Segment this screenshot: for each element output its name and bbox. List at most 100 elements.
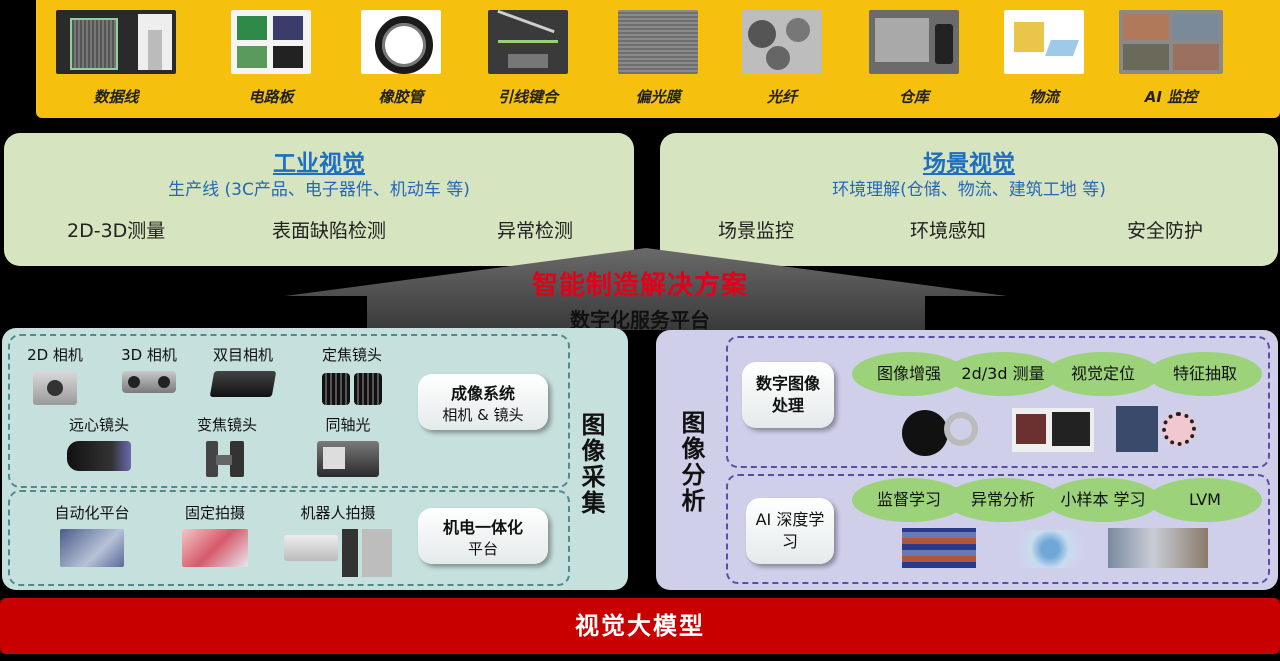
platform-label: 机器人拍摄	[300, 504, 376, 522]
method-anomaly-analysis: 异常分析	[946, 478, 1060, 522]
zoom-lens: 变焦镜头	[184, 414, 270, 477]
application-banner: 数据线 电路板 橡胶管 引线键合 偏光膜 光纤	[36, 0, 1280, 118]
digital-processing-button: 数字图像处理	[742, 362, 834, 428]
app-logistics: 物流	[984, 10, 1104, 114]
camera-2d: 2D 相机	[20, 344, 90, 405]
app-label: AI 监控	[1144, 88, 1198, 106]
mechatronics-sublabel: 平台	[467, 539, 498, 558]
app-rubber-hose: 橡胶管	[341, 10, 461, 114]
app-label: 数据线	[93, 88, 139, 106]
method-feature-extraction: 特征抽取	[1148, 352, 1262, 396]
app-warehouse: 仓库	[854, 10, 974, 114]
camera-label: 远心镜头	[68, 416, 129, 434]
app-wire-bonding: 引线键合	[468, 10, 588, 114]
digital-processing-group	[726, 336, 1270, 468]
polarizer-film-image	[618, 10, 698, 74]
app-label: 物流	[1028, 88, 1059, 106]
panel-title: 场景视觉	[923, 151, 1015, 177]
mechatronics-button: 机电一体化 平台	[418, 508, 548, 564]
measurement-sample-image	[1012, 408, 1094, 452]
scene-vision-panel: 场景视觉 环境理解(仓储、物流、建筑工地 等) 场景监控 环境感知 安全防护	[660, 133, 1278, 266]
panel-item: 表面缺陷检测	[272, 220, 387, 242]
method-few-shot-learning: 小样本 学习	[1046, 478, 1160, 522]
lvm-sample-image	[1108, 528, 1208, 568]
method-visual-positioning: 视觉定位	[1046, 352, 1160, 396]
camera-label: 同轴光	[325, 416, 371, 434]
app-label: 仓库	[898, 88, 929, 106]
image-analysis-section: 图像分析 数字图像处理 图像增强 2d/3d 测量 视觉定位 特征抽取 AI 深…	[656, 330, 1278, 590]
imaging-system-button: 成像系统 相机 & 镜头	[418, 374, 548, 430]
ai-monitoring-image	[1119, 10, 1223, 74]
imaging-system-label: 成像系统	[450, 383, 515, 403]
camera-3d-image	[122, 371, 176, 393]
app-label: 电路板	[248, 88, 294, 106]
app-polarizer-film: 偏光膜	[598, 10, 718, 114]
fixed-focus-lens-image	[320, 371, 384, 407]
circuit-board-image	[231, 10, 311, 74]
network-sample-image	[1006, 530, 1094, 568]
warehouse-image	[869, 10, 959, 74]
gear-sample-image	[900, 408, 980, 456]
app-label: 偏光膜	[635, 88, 681, 106]
method-lvm: LVM	[1148, 478, 1262, 522]
camera-label: 定焦镜头	[321, 346, 382, 364]
platform-label: 固定拍摄	[184, 504, 245, 522]
imaging-system-sublabel: 相机 & 镜头	[442, 405, 524, 424]
camera-label: 3D 相机	[121, 346, 177, 364]
coaxial-light-image	[317, 441, 379, 477]
camera-stereo-image	[209, 371, 277, 397]
platform-label: 自动化平台	[54, 504, 130, 522]
app-label: 光纤	[766, 88, 797, 106]
feature-sample-image	[1116, 406, 1202, 452]
app-data-cable: 数据线	[56, 10, 176, 114]
panel-item: 安全防护	[1127, 220, 1204, 242]
camera-3d: 3D 相机	[114, 344, 184, 393]
digital-processing-label: 数字图像处理	[755, 374, 820, 415]
fixed-shooting: 固定拍摄	[170, 502, 260, 567]
rubber-hose-image	[361, 10, 441, 74]
solution-title: 智能制造解决方案	[531, 271, 748, 301]
imaging-hardware-group	[8, 334, 570, 488]
panel-item: 异常检测	[497, 220, 574, 242]
supervised-sample-image	[902, 528, 976, 568]
vision-large-model-bar: 视觉大模型	[0, 598, 1280, 654]
optical-fiber-image	[742, 10, 822, 74]
robot-shooting-image	[282, 529, 394, 577]
telecentric-lens-image	[67, 441, 131, 471]
image-acquisition-section: 2D 相机 3D 相机 双目相机 定焦镜头 远心镜头 变焦镜头	[2, 328, 628, 590]
panel-item: 场景监控	[718, 220, 795, 242]
app-circuit-board: 电路板	[211, 10, 331, 114]
wire-bonding-image	[488, 10, 568, 74]
upward-arrow-shape	[285, 248, 1007, 330]
method-2d3d-measurement: 2d/3d 测量	[946, 352, 1060, 396]
camera-stereo: 双目相机	[200, 344, 286, 397]
telecentric-lens: 远心镜头	[54, 414, 144, 471]
panel-item: 环境感知	[910, 220, 987, 242]
data-cable-image	[56, 10, 176, 74]
robot-shooting: 机器人拍摄	[282, 502, 394, 577]
coaxial-light: 同轴光	[308, 414, 388, 477]
automation-platform: 自动化平台	[42, 502, 142, 567]
app-label: 橡胶管	[378, 88, 424, 106]
camera-label: 变焦镜头	[196, 416, 257, 434]
ai-learning-button: AI 深度学习	[746, 498, 834, 564]
industrial-vision-panel: 工业视觉 生产线 (3C产品、电子器件、机动车 等) 2D-3D测量 表面缺陷检…	[4, 133, 634, 266]
mechatronics-label: 机电一体化	[442, 517, 523, 537]
panel-title: 工业视觉	[273, 151, 365, 177]
logistics-image	[1004, 10, 1084, 74]
panel-subtitle: 环境理解(仓储、物流、建筑工地 等)	[832, 180, 1106, 200]
platform-group	[8, 490, 570, 586]
fixed-focus-lens: 定焦镜头	[312, 344, 392, 407]
acquisition-vertical-label: 图像采集	[577, 412, 605, 516]
app-label: 引线键合	[497, 88, 558, 106]
camera-label: 2D 相机	[27, 346, 83, 364]
camera-2d-image	[33, 371, 77, 405]
analysis-vertical-label: 图像分析	[677, 410, 705, 514]
zoom-lens-image	[202, 441, 252, 477]
ai-learning-group	[726, 474, 1270, 584]
automation-platform-image	[60, 529, 124, 567]
app-ai-monitoring: AI 监控	[1111, 10, 1231, 114]
panel-item: 2D-3D测量	[67, 220, 166, 242]
fixed-shooting-image	[182, 529, 248, 567]
ai-learning-label: AI 深度学习	[755, 510, 825, 551]
